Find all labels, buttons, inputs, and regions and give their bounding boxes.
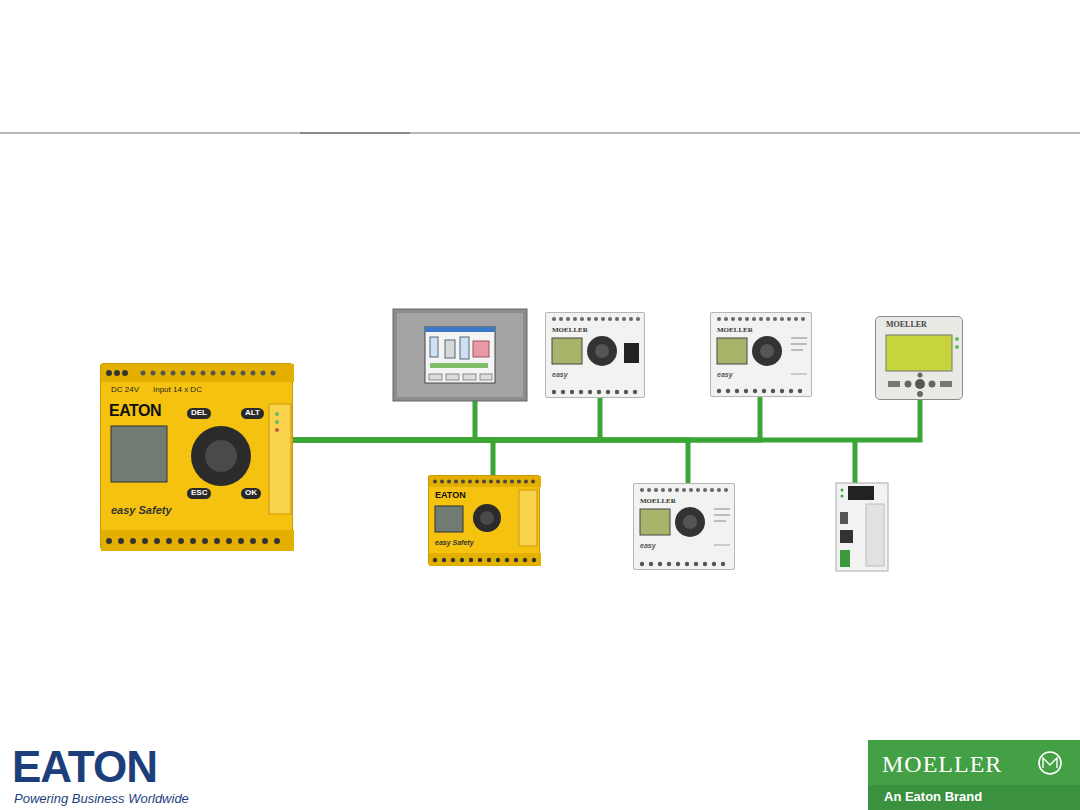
device-illustration (711, 313, 813, 398)
brand-logo: MOELLER (882, 751, 1002, 779)
bus-connector (293, 440, 493, 475)
product-name: easy (640, 542, 656, 550)
easy800-relay: MOELLER easy (633, 483, 735, 570)
brand-slogan: Powering Business Worldwide (14, 792, 189, 807)
safety-relay-small: EATON easy Safety (428, 475, 540, 565)
device-illustration (429, 476, 541, 566)
button-label: DEL (187, 408, 211, 419)
device-illustration (546, 313, 646, 399)
easy800-relay: MOELLER easy (710, 312, 812, 397)
header-rule-accent (300, 132, 410, 134)
terminal-label: Input 14 x DC (153, 386, 202, 395)
product-name: easy (717, 371, 733, 379)
moeller-brand-panel (868, 740, 1080, 810)
easy-control-relay: MOELLER easy (545, 312, 645, 398)
bus-connector (293, 400, 920, 440)
safety-relay-main: DC 24V Input 14 x DC EATON DEL ALT ESC OK easy … (100, 363, 293, 550)
button-label: OK (241, 488, 261, 499)
bus-connector (293, 397, 760, 440)
button-label: ESC (187, 488, 211, 499)
header-rule (0, 132, 1080, 134)
product-name: easy Safety (435, 539, 474, 547)
brand-logo: EATON (109, 402, 161, 420)
device-illustration (876, 317, 964, 401)
bus-drop (853, 440, 858, 483)
brand-logo: MOELLER (886, 321, 927, 330)
terminal-label: DC 24V (111, 386, 139, 395)
brand-logo: MOELLER (717, 327, 753, 335)
product-name: easy (552, 371, 568, 379)
bus-connector (293, 398, 600, 440)
hmi-panel (393, 309, 527, 401)
mfd-display: MOELLER (875, 316, 963, 400)
product-name: easy Safety (111, 504, 172, 516)
brand-logo: MOELLER (640, 498, 676, 506)
brand-logo: EATON (435, 491, 466, 501)
brand-slogan: An Eaton Brand (884, 790, 982, 805)
brand-logo: EATON (12, 742, 157, 793)
button-label: ALT (241, 408, 264, 419)
xc-controller (836, 483, 888, 571)
bus-drop (473, 401, 478, 440)
brand-logo: MOELLER (552, 327, 588, 335)
